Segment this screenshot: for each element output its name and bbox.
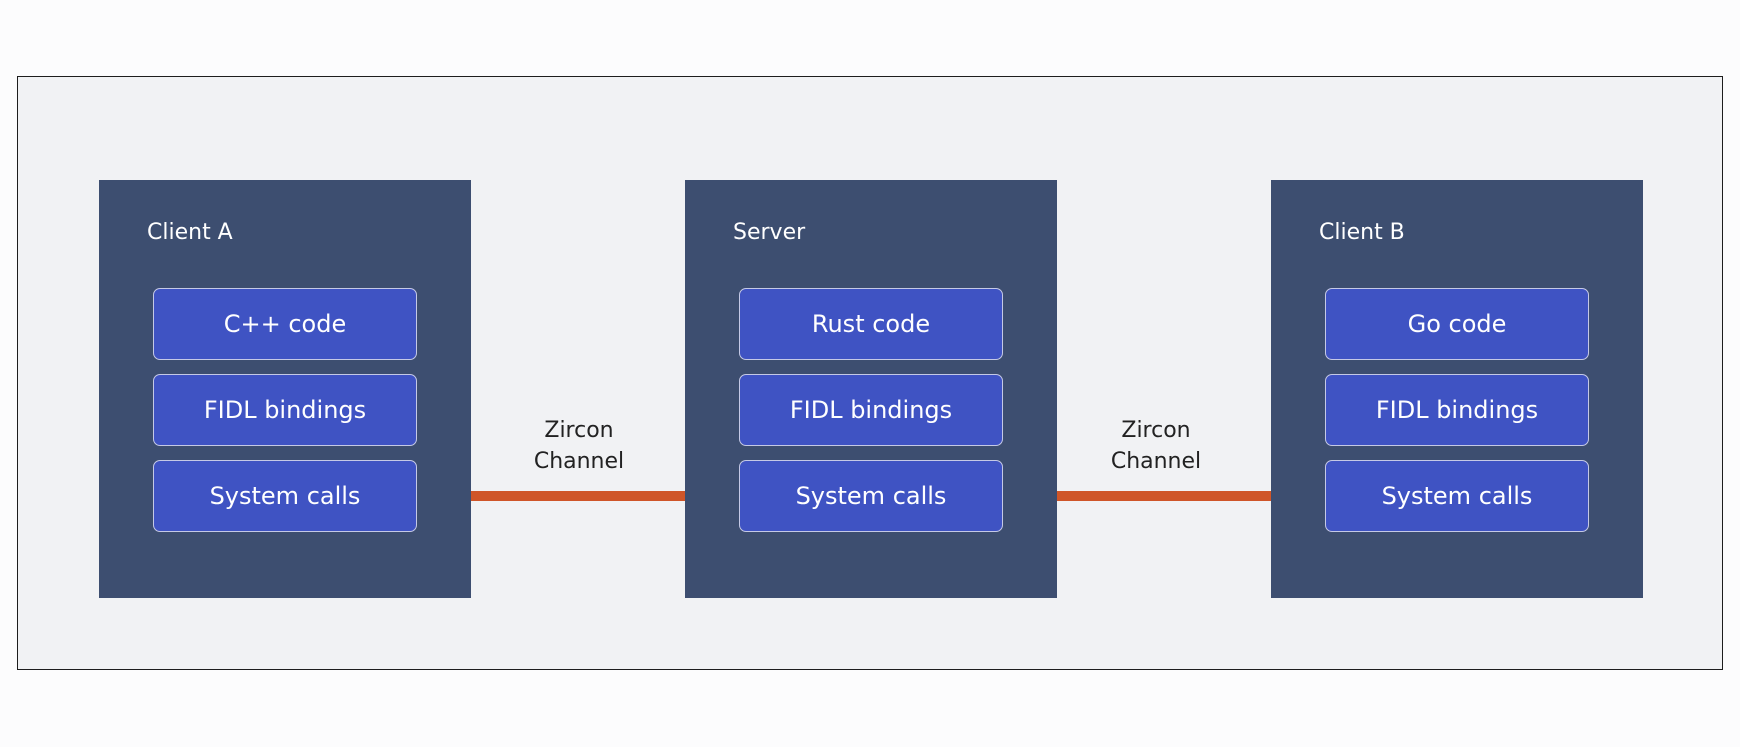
fidl-bindings-block: FIDL bindings	[1325, 374, 1589, 446]
channel-label-line1: Zircon	[544, 418, 614, 443]
channel-label-line1: Zircon	[1121, 418, 1191, 443]
code-block: Go code	[1325, 288, 1589, 360]
fidl-bindings-block: FIDL bindings	[153, 374, 417, 446]
zircon-channel-line-a-server	[416, 491, 740, 501]
panel-title: Client A	[147, 220, 233, 245]
system-calls-block: System calls	[1325, 460, 1589, 532]
system-calls-block: System calls	[739, 460, 1003, 532]
channel-label-server-b: Zircon Channel	[1086, 415, 1226, 477]
server-panel: Server Rust code FIDL bindings System ca…	[685, 180, 1057, 598]
client-a-panel: Client A C++ code FIDL bindings System c…	[99, 180, 471, 598]
zircon-channel-line-server-b	[1002, 491, 1326, 501]
client-b-panel: Client B Go code FIDL bindings System ca…	[1271, 180, 1643, 598]
code-block: Rust code	[739, 288, 1003, 360]
panel-title: Client B	[1319, 220, 1405, 245]
channel-label-line2: Channel	[1110, 449, 1202, 474]
system-calls-block: System calls	[153, 460, 417, 532]
channel-label-line2: Channel	[533, 449, 625, 474]
code-block: C++ code	[153, 288, 417, 360]
fidl-bindings-block: FIDL bindings	[739, 374, 1003, 446]
panel-title: Server	[733, 220, 806, 245]
channel-label-a-server: Zircon Channel	[509, 415, 649, 477]
